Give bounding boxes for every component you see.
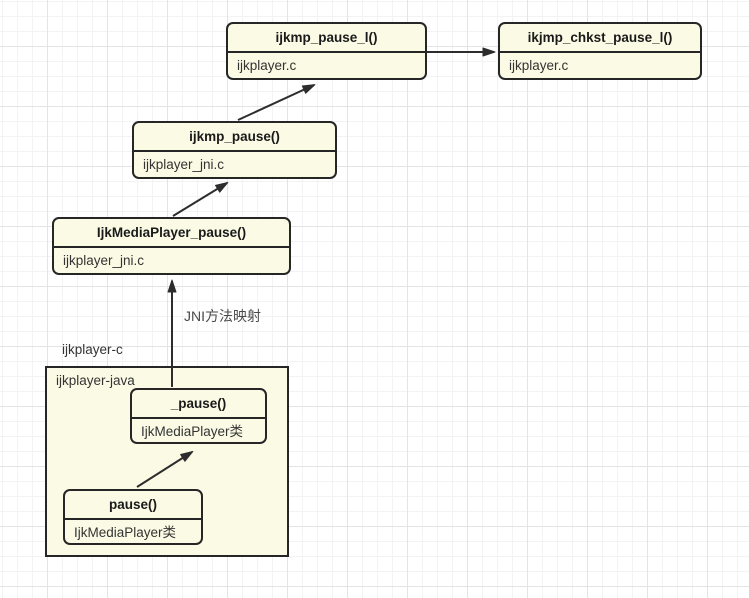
node-pause[interactable]: pause() IjkMediaPlayer类: [63, 489, 203, 545]
node-file: ijkplayer_jni.c: [143, 157, 225, 172]
group-ijkplayer-java-label: ijkplayer-java: [56, 373, 135, 388]
node-title: _pause(): [132, 390, 265, 419]
node-file: ijkplayer_jni.c: [63, 253, 145, 268]
node-file: ijkplayer.c: [237, 58, 297, 73]
node-title: ijkmp_pause(): [134, 123, 335, 152]
node-file: ijkplayer.c: [509, 58, 569, 73]
node-file: IjkMediaPlayer类: [141, 424, 244, 439]
edge-label-jni-mapping: JNI方法映射: [184, 308, 261, 324]
node-ijkmediaplayer-pause[interactable]: IjkMediaPlayer_pause() ijkplayer_jni.c: [52, 217, 291, 275]
node-file: IjkMediaPlayer类: [74, 525, 177, 540]
edge-ijkmp-pause-to-ijkmp-pause-l: [237, 84, 316, 121]
node-ikjmp-chkst-pause-l[interactable]: ikjmp_chkst_pause_l() ijkplayer.c: [498, 22, 702, 80]
node-ijkmp-pause-l[interactable]: ijkmp_pause_l() ijkplayer.c: [226, 22, 427, 80]
node-title: pause(): [65, 491, 201, 520]
node-title: IjkMediaPlayer_pause(): [54, 219, 289, 248]
node-underscore-pause[interactable]: _pause() IjkMediaPlayer类: [130, 388, 267, 444]
node-title: ijkmp_pause_l(): [228, 24, 425, 53]
edge-ijkmediaplayer-pause-to-ijkmp-pause: [172, 181, 229, 217]
label-ijkplayer-c: ijkplayer-c: [62, 342, 123, 357]
node-ijkmp-pause[interactable]: ijkmp_pause() ijkplayer_jni.c: [132, 121, 337, 179]
node-title: ikjmp_chkst_pause_l(): [500, 24, 700, 53]
